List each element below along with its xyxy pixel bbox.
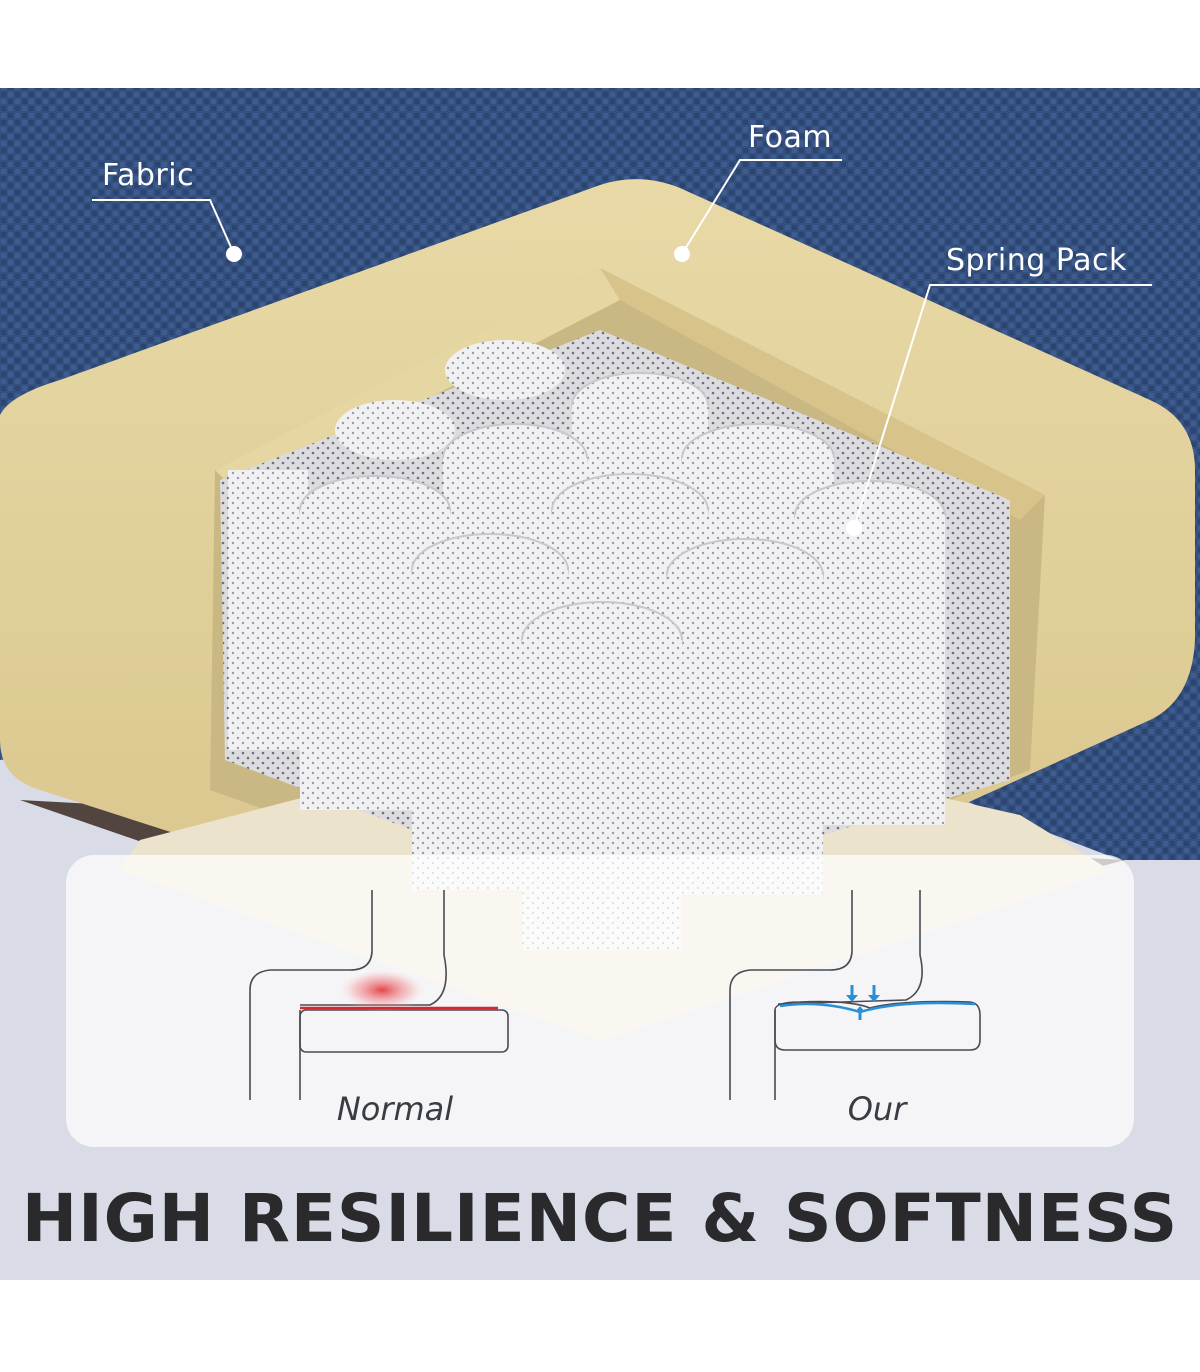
pressure-glow bbox=[336, 968, 428, 1012]
support-arrows-icon bbox=[846, 985, 880, 1020]
normal-diagram bbox=[249, 890, 509, 1100]
spring-pack-marker bbox=[846, 520, 862, 536]
fabric-label: Fabric bbox=[102, 158, 195, 193]
our-label: Our bbox=[847, 1090, 907, 1128]
comparison-panel bbox=[66, 855, 1134, 1147]
normal-label: Normal bbox=[336, 1090, 454, 1128]
callout-lines bbox=[92, 159, 1152, 529]
foam-label: Foam bbox=[748, 120, 833, 155]
foam-marker bbox=[674, 246, 690, 262]
fabric-marker bbox=[226, 246, 242, 262]
spring-pack-label: Spring Pack bbox=[946, 243, 1127, 278]
headline: HIGH RESILIENCE & SOFTNESS bbox=[21, 1180, 1179, 1257]
our-diagram bbox=[729, 890, 981, 1100]
spring-pack bbox=[220, 330, 1010, 950]
